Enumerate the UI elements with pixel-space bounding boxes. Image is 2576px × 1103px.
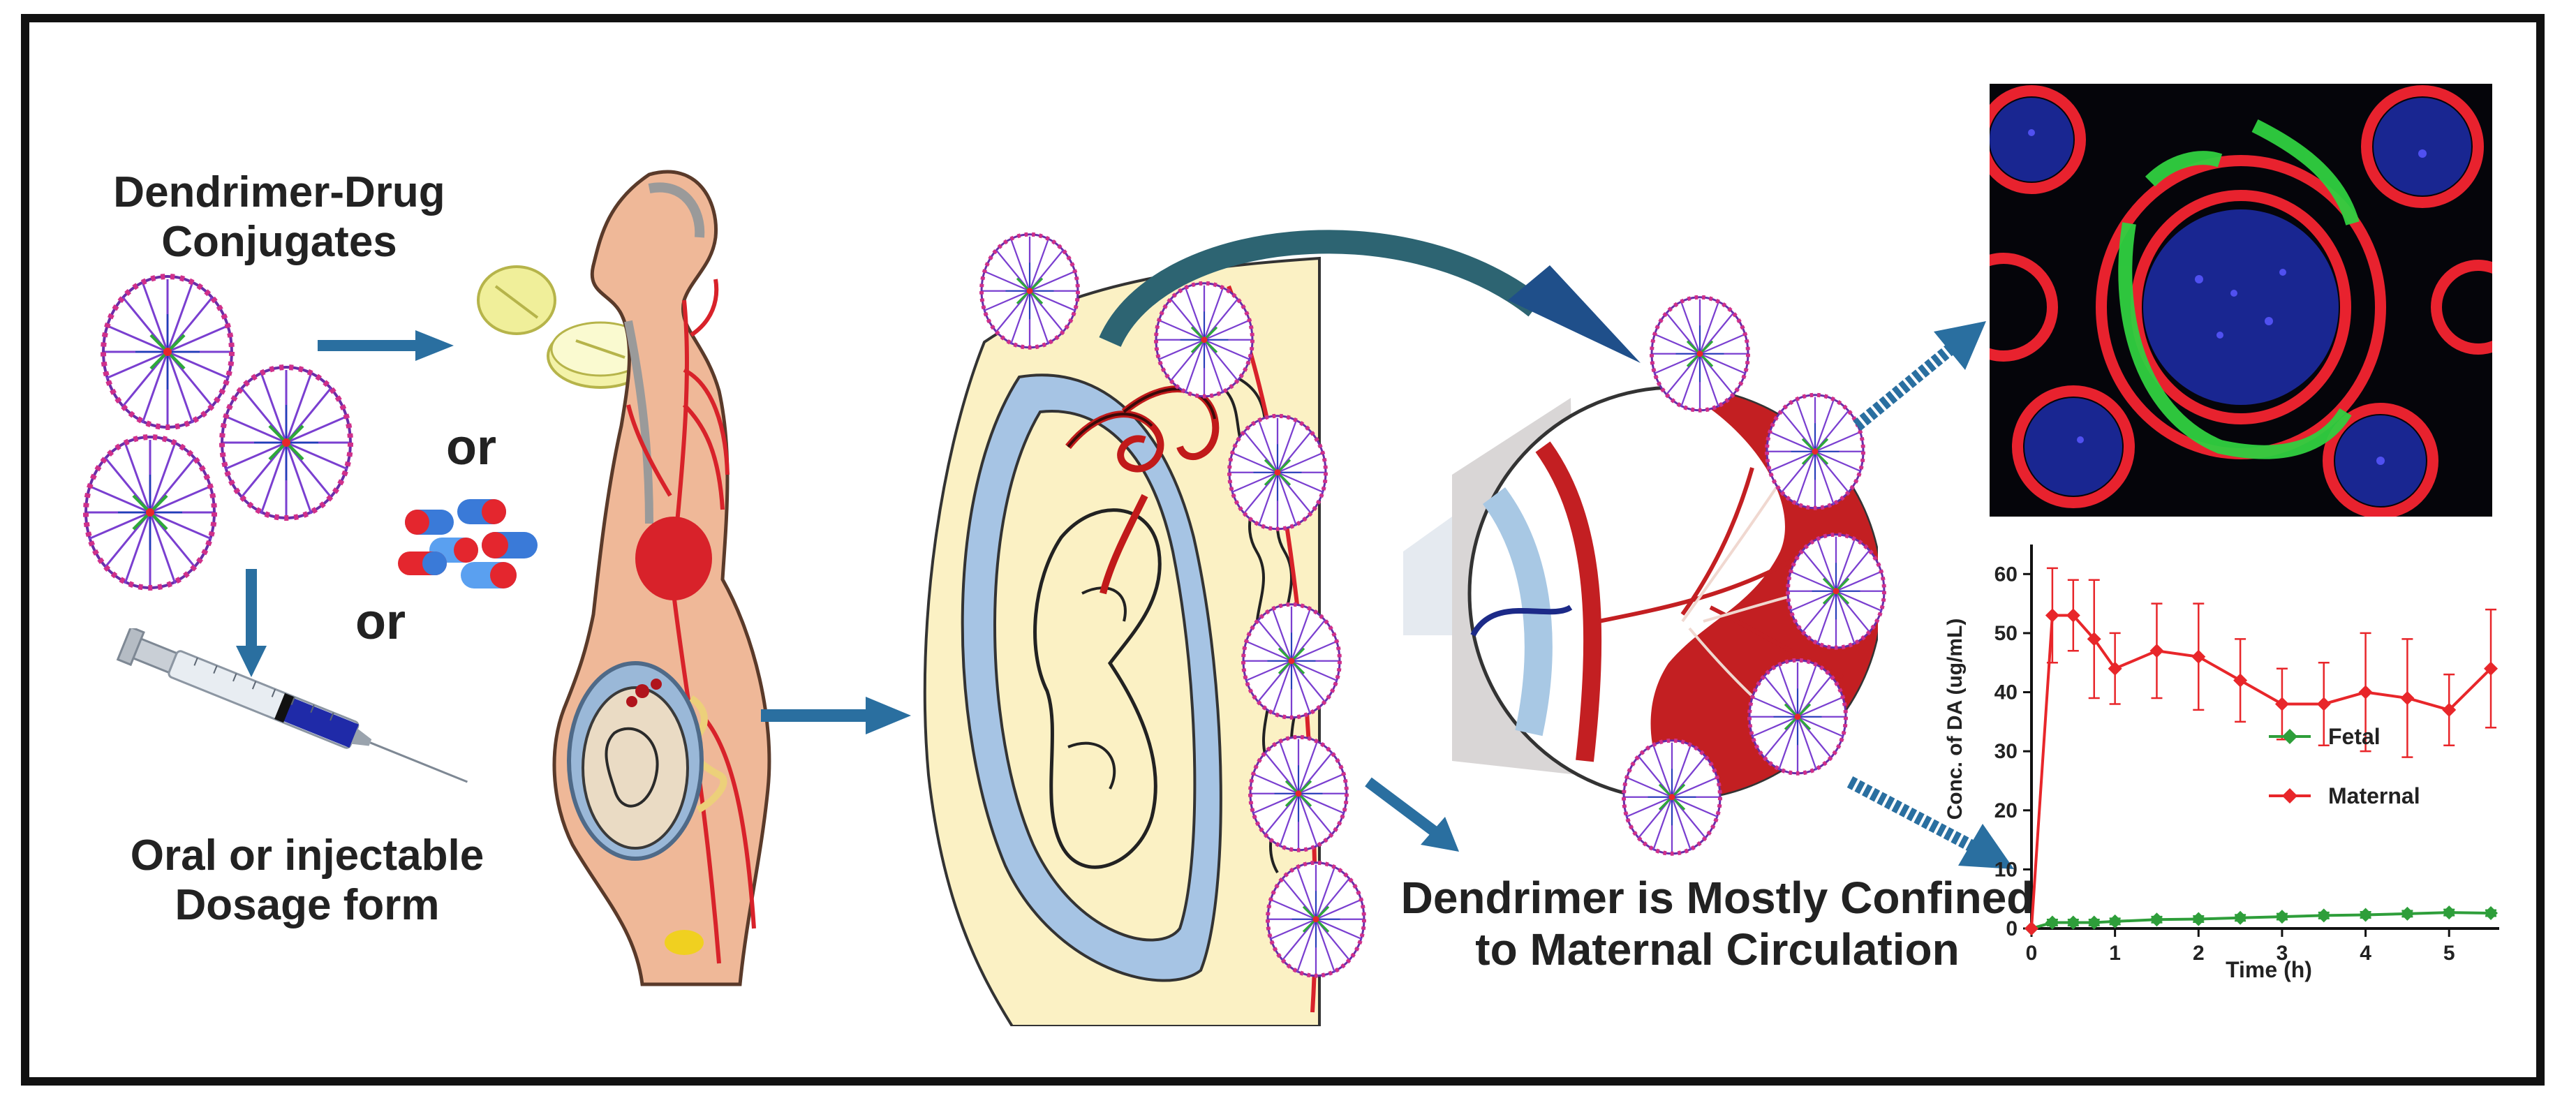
fetal-data-point bbox=[2087, 915, 2101, 930]
conjugates-title-line1: Dendrimer-Drug bbox=[113, 168, 445, 216]
uterus-fetus-illustration bbox=[923, 256, 1321, 1026]
maternal-data-point bbox=[2108, 661, 2122, 676]
maternal-data-point bbox=[2045, 608, 2059, 623]
arrow-to-tablets bbox=[318, 330, 454, 361]
dendrimer-icon bbox=[977, 230, 1082, 353]
arrow-to-microscopy bbox=[1853, 321, 1986, 431]
x-tick-label: 3 bbox=[2277, 942, 2288, 965]
dendrimer-icon bbox=[1225, 412, 1330, 534]
fluorescence-microscopy-image bbox=[1990, 84, 2492, 517]
fetal-data-point bbox=[2149, 912, 2164, 927]
fetal-data-point bbox=[2045, 915, 2059, 930]
dendrimer-icon bbox=[1648, 293, 1752, 415]
maternal-legend-marker bbox=[2282, 788, 2297, 804]
maternal-data-point bbox=[2024, 921, 2038, 935]
dendrimer-icon bbox=[216, 363, 356, 524]
confinement-caption: Dendrimer is Mostly Confined to Maternal… bbox=[1389, 873, 2045, 975]
dendrimer-icon bbox=[1264, 859, 1368, 981]
pregnant-woman-anatomy-illustration bbox=[552, 170, 771, 986]
fetal-data-point bbox=[2358, 908, 2373, 922]
y-tick-label: 60 bbox=[1994, 563, 2018, 586]
y-tick-label: 20 bbox=[1994, 799, 2018, 822]
maternal-data-point bbox=[2316, 697, 2331, 711]
maternal-data-point bbox=[2442, 702, 2457, 717]
maternal-data-point bbox=[2484, 661, 2499, 676]
fetal-legend-label: Fetal bbox=[2328, 724, 2381, 749]
dosage-form-line1: Oral or injectable bbox=[130, 831, 484, 880]
maternal-series-line bbox=[2030, 614, 2492, 929]
maternal-data-point bbox=[2066, 608, 2080, 623]
fetal-series-line bbox=[2031, 911, 2492, 930]
y-tick-label: 0 bbox=[2006, 917, 2018, 940]
fetal-data-point bbox=[2108, 914, 2122, 928]
arrow-to-placenta-zoom bbox=[761, 697, 911, 734]
dosage-form-line2: Dosage form bbox=[175, 881, 440, 930]
dendrimer-icon bbox=[1745, 656, 1850, 778]
fetal-data-point bbox=[2066, 915, 2080, 930]
confinement-caption-line1: Dendrimer is Mostly Confined bbox=[1400, 873, 2034, 923]
dosage-form-label: Oral or injectable Dosage form bbox=[84, 831, 531, 931]
maternal-data-point bbox=[2191, 649, 2206, 664]
y-tick-label: 10 bbox=[1994, 858, 2018, 881]
arrow-to-syringe bbox=[236, 569, 267, 677]
dendrimer-icon bbox=[1246, 733, 1351, 855]
y-tick-label: 30 bbox=[1994, 740, 2018, 763]
arrow-to-chart bbox=[1846, 776, 2014, 869]
fetal-data-point bbox=[2442, 905, 2457, 920]
maternal-data-point bbox=[2274, 697, 2289, 711]
dendrimer-icon bbox=[1239, 600, 1344, 723]
x-tick-label: 0 bbox=[2026, 942, 2038, 965]
maternal-data-point bbox=[2233, 673, 2248, 688]
arrow-to-caption bbox=[1365, 777, 1459, 852]
chart-axes: 0 10 20 30 40 50 60 0 1 2 3 4 5 bbox=[1994, 545, 2499, 965]
conjugates-title-line2: Conjugates bbox=[161, 218, 397, 267]
chart-series bbox=[2024, 567, 2499, 935]
x-tick-label: 4 bbox=[2360, 942, 2371, 965]
maternal-data-point bbox=[2400, 691, 2415, 705]
y-axis-label: Conc. of DA (ug/mL) bbox=[1944, 619, 1967, 820]
confinement-caption-line2: to Maternal Circulation bbox=[1475, 924, 1960, 975]
or-label-top: or bbox=[446, 420, 496, 475]
x-axis-label: Time (h) bbox=[2226, 957, 2312, 982]
curved-arrow-to-zoom bbox=[1099, 230, 1641, 363]
x-tick-label: 1 bbox=[2109, 942, 2121, 965]
dendrimer-icon bbox=[1620, 736, 1724, 859]
x-tick-label: 5 bbox=[2443, 942, 2455, 965]
x-tick-label: 2 bbox=[2193, 942, 2205, 965]
dendrimer-icon bbox=[1784, 531, 1888, 653]
fetal-data-point bbox=[2484, 906, 2499, 920]
fetal-data-point bbox=[2400, 906, 2415, 921]
conjugates-title: Dendrimer-Drug Conjugates bbox=[98, 168, 461, 267]
fetal-data-point bbox=[2233, 910, 2248, 925]
y-tick-label: 40 bbox=[1994, 681, 2018, 704]
maternal-legend-label: Maternal bbox=[2328, 783, 2420, 808]
fetal-data-point bbox=[2191, 912, 2206, 926]
maternal-data-point bbox=[2149, 644, 2164, 658]
or-label-bottom: or bbox=[355, 594, 406, 650]
fetal-data-point bbox=[2316, 908, 2331, 923]
fetal-data-point bbox=[2274, 910, 2289, 924]
capsule-pills-icon bbox=[398, 499, 538, 588]
fetal-legend-marker bbox=[2282, 729, 2297, 744]
dendrimer-icon bbox=[80, 433, 220, 593]
y-tick-label: 50 bbox=[1994, 622, 2018, 645]
maternal-data-point bbox=[2358, 685, 2373, 699]
maternal-data-point bbox=[2087, 632, 2101, 646]
syringe-icon bbox=[116, 628, 468, 783]
